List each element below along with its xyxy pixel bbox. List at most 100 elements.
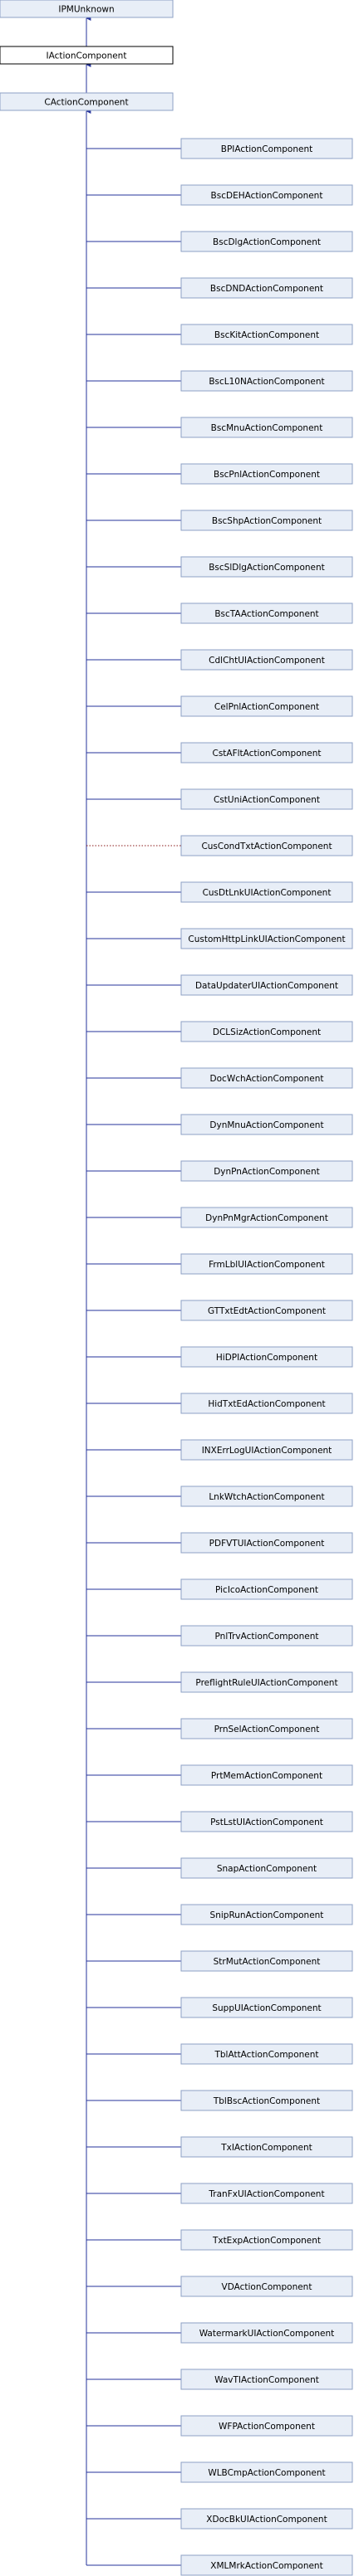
class-node-wlbcmp-action-component[interactable]: WLBCmpActionComponent [180,2461,353,2483]
class-node-label: DCLSizActionComponent [213,1027,321,1037]
class-node-bsc-l10-naction-component[interactable]: BscL10NActionComponent [180,370,353,392]
class-node-tx-iaction-component[interactable]: TxIActionComponent [180,2136,353,2158]
class-node-dyn-mnu-action-component[interactable]: DynMnuActionComponent [180,1114,353,1135]
class-node-wfpaction-component[interactable]: WFPActionComponent [180,2415,353,2437]
class-node-tbl-att-action-component[interactable]: TblAttActionComponent [180,2043,353,2065]
class-node-box [180,603,353,624]
class-node-prn-sel-action-component[interactable]: PrnSelActionComponent [180,1718,353,1739]
class-node-caction-component[interactable]: CActionComponent [0,92,174,111]
class-node-lnk-wtch-action-component[interactable]: LnkWtchActionComponent [180,1486,353,1507]
class-node-label: CustomHttpLinkUIActionComponent [188,934,345,944]
class-node-wav-tiaction-component[interactable]: WavTIActionComponent [180,2369,353,2390]
class-node-bsc-dndaction-component[interactable]: BscDNDActionComponent [180,277,353,299]
class-node-box [180,324,353,345]
class-node-box [180,1346,353,1368]
class-node-label: PDFVTUIActionComponent [209,1539,325,1549]
class-node-pnl-trv-action-component[interactable]: PnlTrvActionComponent [180,1625,353,1647]
class-node-pic-ico-action-component[interactable]: PicIcoActionComponent [180,1578,353,1600]
class-node-bsc-kit-action-component[interactable]: BscKitActionComponent [180,324,353,345]
class-node-box [180,928,353,949]
class-node-label: DocWchActionComponent [210,1074,324,1084]
class-node-label: WFPActionComponent [219,2422,315,2432]
class-node-label: WLBCmpActionComponent [208,2468,325,2478]
class-node-preflight-rule-uiaction-component[interactable]: PreflightRuleUIActionComponent [180,1671,353,1693]
class-node-cel-pnl-action-component[interactable]: CelPnlActionComponent [180,695,353,717]
class-node-str-mut-action-component[interactable]: StrMutActionComponent [180,1950,353,1972]
class-node-label: CusDtLnkUIActionComponent [203,888,332,898]
class-node-bpiaction-component[interactable]: BPIActionComponent [180,138,353,159]
class-node-prt-mem-action-component[interactable]: PrtMemActionComponent [180,1764,353,1786]
class-node-txt-exp-action-component[interactable]: TxtExpActionComponent [180,2229,353,2251]
class-node-ipmunknown[interactable]: IPMUnknown [0,0,174,18]
class-node-gttxt-edt-action-component[interactable]: GTTxtEdtActionComponent [180,1300,353,1321]
class-node-label: WavTIActionComponent [214,2375,319,2385]
class-node-bsc-shp-action-component[interactable]: BscShpActionComponent [180,510,353,531]
class-node-box [0,92,174,111]
class-node-box [180,184,353,206]
class-node-label: HidTxtEdActionComponent [208,1399,325,1409]
class-node-vdaction-component[interactable]: VDActionComponent [180,2276,353,2297]
class-node-label: PicIcoActionComponent [215,1585,318,1595]
class-node-dclsiz-action-component[interactable]: DCLSizActionComponent [180,1021,353,1042]
class-node-label: DynPnActionComponent [214,1167,320,1177]
class-node-box [180,277,353,299]
class-node-label: PreflightRuleUIActionComponent [195,1678,337,1688]
class-node-box [180,2276,353,2297]
class-node-box [180,1857,353,1879]
class-node-dyn-pn-mgr-action-component[interactable]: DynPnMgrActionComponent [180,1207,353,1228]
class-node-label: INXErrLogUIActionComponent [202,1446,332,1456]
class-node-frm-lbl-uiaction-component[interactable]: FrmLblUIActionComponent [180,1253,353,1275]
class-node-box [180,463,353,485]
class-node-dyn-pn-action-component[interactable]: DynPnActionComponent [180,1160,353,1182]
class-node-cst-aflt-action-component[interactable]: CstAFltActionComponent [180,742,353,764]
class-node-bsc-pnl-action-component[interactable]: BscPnlActionComponent [180,463,353,485]
class-node-box [180,1067,353,1089]
class-node-hid-txt-ed-action-component[interactable]: HidTxtEdActionComponent [180,1393,353,1414]
class-node-snip-run-action-component[interactable]: SnipRunActionComponent [180,1904,353,1925]
class-node-label: SnapActionComponent [217,1864,317,1874]
class-node-snap-action-component[interactable]: SnapActionComponent [180,1857,353,1879]
class-node-supp-uiaction-component[interactable]: SuppUIActionComponent [180,1997,353,2018]
class-node-cus-dt-lnk-uiaction-component[interactable]: CusDtLnkUIActionComponent [180,881,353,903]
class-node-label: BscShpActionComponent [212,516,322,526]
class-node-xdoc-bk-uiaction-component[interactable]: XDocBkUIActionComponent [180,2508,353,2530]
class-node-cdl-cht-uiaction-component[interactable]: CdlChtUIActionComponent [180,649,353,671]
class-node-doc-wch-action-component[interactable]: DocWchActionComponent [180,1067,353,1089]
class-node-label: PrnSelActionComponent [214,1725,320,1734]
class-node-bsc-sl-dlg-action-component[interactable]: BscSlDlgActionComponent [180,556,353,578]
class-node-iaction-component[interactable]: IActionComponent [0,46,174,65]
class-node-label: WatermarkUIActionComponent [199,2329,335,2339]
class-node-bsc-dehaction-component[interactable]: BscDEHActionComponent [180,184,353,206]
class-node-box [180,1207,353,1228]
class-node-label: BscL10NActionComponent [209,377,324,387]
class-node-bsc-mnu-action-component[interactable]: BscMnuActionComponent [180,417,353,438]
class-node-box [180,1393,353,1414]
class-node-watermark-uiaction-component[interactable]: WatermarkUIActionComponent [180,2322,353,2344]
class-node-tbl-bsc-action-component[interactable]: TblBscActionComponent [180,2090,353,2111]
class-node-box [180,1764,353,1786]
class-node-inxerr-log-uiaction-component[interactable]: INXErrLogUIActionComponent [180,1439,353,1461]
class-node-pst-lst-uiaction-component[interactable]: PstLstUIActionComponent [180,1811,353,1832]
class-node-data-updater-uiaction-component[interactable]: DataUpdaterUIActionComponent [180,974,353,996]
class-node-label: SuppUIActionComponent [212,2003,321,2013]
class-node-label: PrtMemActionComponent [211,1771,322,1781]
class-node-box [180,1486,353,1507]
class-node-tran-fx-uiaction-component[interactable]: TranFxUIActionComponent [180,2183,353,2204]
class-node-cst-uni-action-component[interactable]: CstUniActionComponent [180,788,353,810]
class-node-box [180,974,353,996]
class-node-pdfvtuiaction-component[interactable]: PDFVTUIActionComponent [180,1532,353,1554]
class-node-label: BscDEHActionComponent [211,191,323,201]
class-node-cus-cond-txt-action-component[interactable]: CusCondTxtActionComponent [180,835,353,856]
class-node-custom-http-link-uiaction-component[interactable]: CustomHttpLinkUIActionComponent [180,928,353,949]
class-node-box [180,1439,353,1461]
class-node-box [180,556,353,578]
class-node-bsc-taaction-component[interactable]: BscTAActionComponent [180,603,353,624]
class-node-hi-dpiaction-component[interactable]: HiDPIActionComponent [180,1346,353,1368]
class-node-label: BscMnuActionComponent [211,423,323,433]
class-node-label: TxIActionComponent [220,2143,312,2153]
class-node-box [180,835,353,856]
class-node-bsc-dlg-action-component[interactable]: BscDlgActionComponent [180,231,353,252]
class-node-xmlmrk-action-component[interactable]: XMLMrkActionComponent [180,2554,353,2576]
class-node-label: DataUpdaterUIActionComponent [195,981,338,991]
